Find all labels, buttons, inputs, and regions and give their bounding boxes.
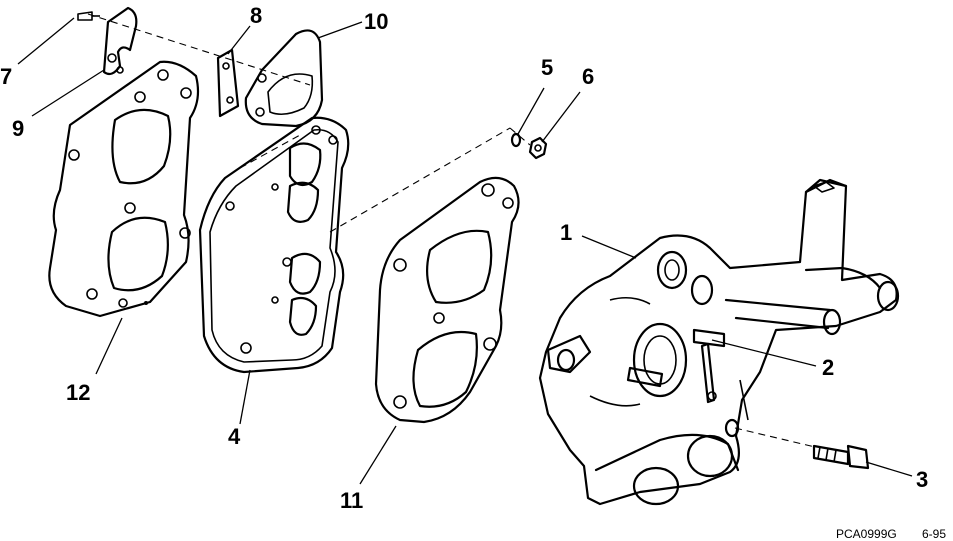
- leader-lines: [17, 17, 913, 485]
- washer-5: [510, 132, 522, 148]
- bracket-9: [102, 6, 138, 76]
- callout-3: 3: [916, 467, 928, 492]
- callout-8: 8: [250, 3, 262, 28]
- callout-6: 6: [582, 64, 594, 89]
- callout-12: 12: [66, 380, 90, 405]
- callout-7: 7: [0, 64, 12, 89]
- plate-8: [216, 48, 240, 118]
- callout-1: 1: [560, 220, 572, 245]
- housing-1: [538, 178, 900, 506]
- cover-plate-4: [198, 116, 350, 374]
- callout-11: 11: [340, 488, 363, 513]
- gasket-12: [48, 60, 200, 318]
- callout-5: 5: [541, 55, 553, 80]
- callout-9: 9: [12, 116, 24, 141]
- callout-4: 4: [228, 424, 241, 449]
- figure-code: PCA0999G: [836, 527, 897, 541]
- stud-2: [626, 328, 726, 404]
- gasket-10: [244, 29, 324, 128]
- bolt-3: [812, 444, 870, 470]
- figure-date: 6-95: [922, 527, 946, 541]
- callout-labels: 1 2 3 4 5 6 7 8 9 10 11 12: [0, 3, 928, 513]
- nut-6: [528, 136, 548, 160]
- gasket-11: [374, 176, 520, 424]
- screw-7: [77, 11, 100, 21]
- callout-10: 10: [364, 9, 388, 34]
- callout-2: 2: [822, 355, 834, 380]
